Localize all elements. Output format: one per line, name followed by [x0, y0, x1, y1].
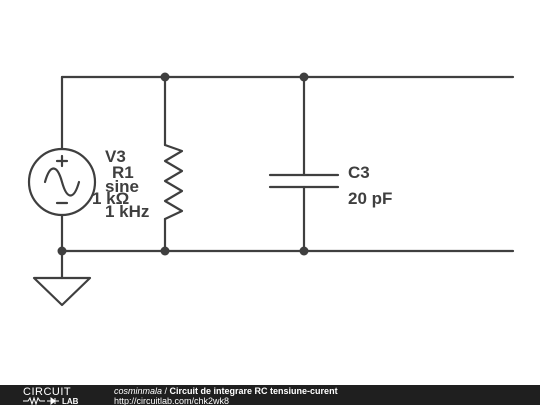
capacitor-name-label: C3: [348, 163, 370, 182]
footer-text: cosminmala / Circuit de integrare RC ten…: [114, 386, 338, 406]
circuitlab-logo[interactable]: CIRCUIT LAB: [22, 385, 96, 405]
logo-top-text: CIRCUIT: [23, 386, 71, 398]
logo-diode-icon: [47, 397, 59, 405]
source-circle: [27, 147, 97, 217]
source-name-label: V3: [105, 147, 126, 166]
junction-node: [160, 246, 170, 256]
resistor-name-label: R1: [112, 163, 134, 182]
junction-node: [299, 72, 309, 82]
title-separator: /: [162, 386, 170, 396]
logo-resistor-icon: [23, 396, 45, 405]
ground-triangle: [32, 276, 92, 307]
resistor-zigzag: [163, 143, 184, 221]
logo-bottom-text: LAB: [62, 397, 79, 405]
circuit-url-link[interactable]: http://circuitlab.com/chk2wk8: [114, 396, 230, 406]
voltage-source-v3[interactable]: [27, 75, 97, 253]
circuit-title-link[interactable]: Circuit de integrare RC tensiune-curent: [169, 386, 338, 396]
footer-bar: CIRCUIT LAB cosminmala / Circuit de inte…: [0, 385, 540, 406]
capacitor-value-label: 20 pF: [348, 189, 392, 208]
ground-symbol: [32, 249, 92, 307]
source-type-label: sine: [105, 177, 139, 196]
circuit-schematic: V3 sine 1 kHz R1 1 kΩ C3 20 pF: [27, 72, 515, 307]
capacitor-c3[interactable]: [268, 75, 340, 253]
junction-node: [160, 72, 170, 82]
sine-wave-icon: [43, 167, 81, 197]
junction-node: [57, 246, 67, 256]
resistor-r1[interactable]: [163, 75, 184, 253]
footer-title-line: cosminmala / Circuit de integrare RC ten…: [114, 386, 338, 396]
resistor-value-label: 1 kΩ: [92, 189, 129, 208]
source-frequency-label: 1 kHz: [105, 202, 149, 221]
junction-node: [299, 246, 309, 256]
author-link[interactable]: cosminmala: [114, 386, 163, 396]
plus-sign-icon: [55, 154, 69, 168]
